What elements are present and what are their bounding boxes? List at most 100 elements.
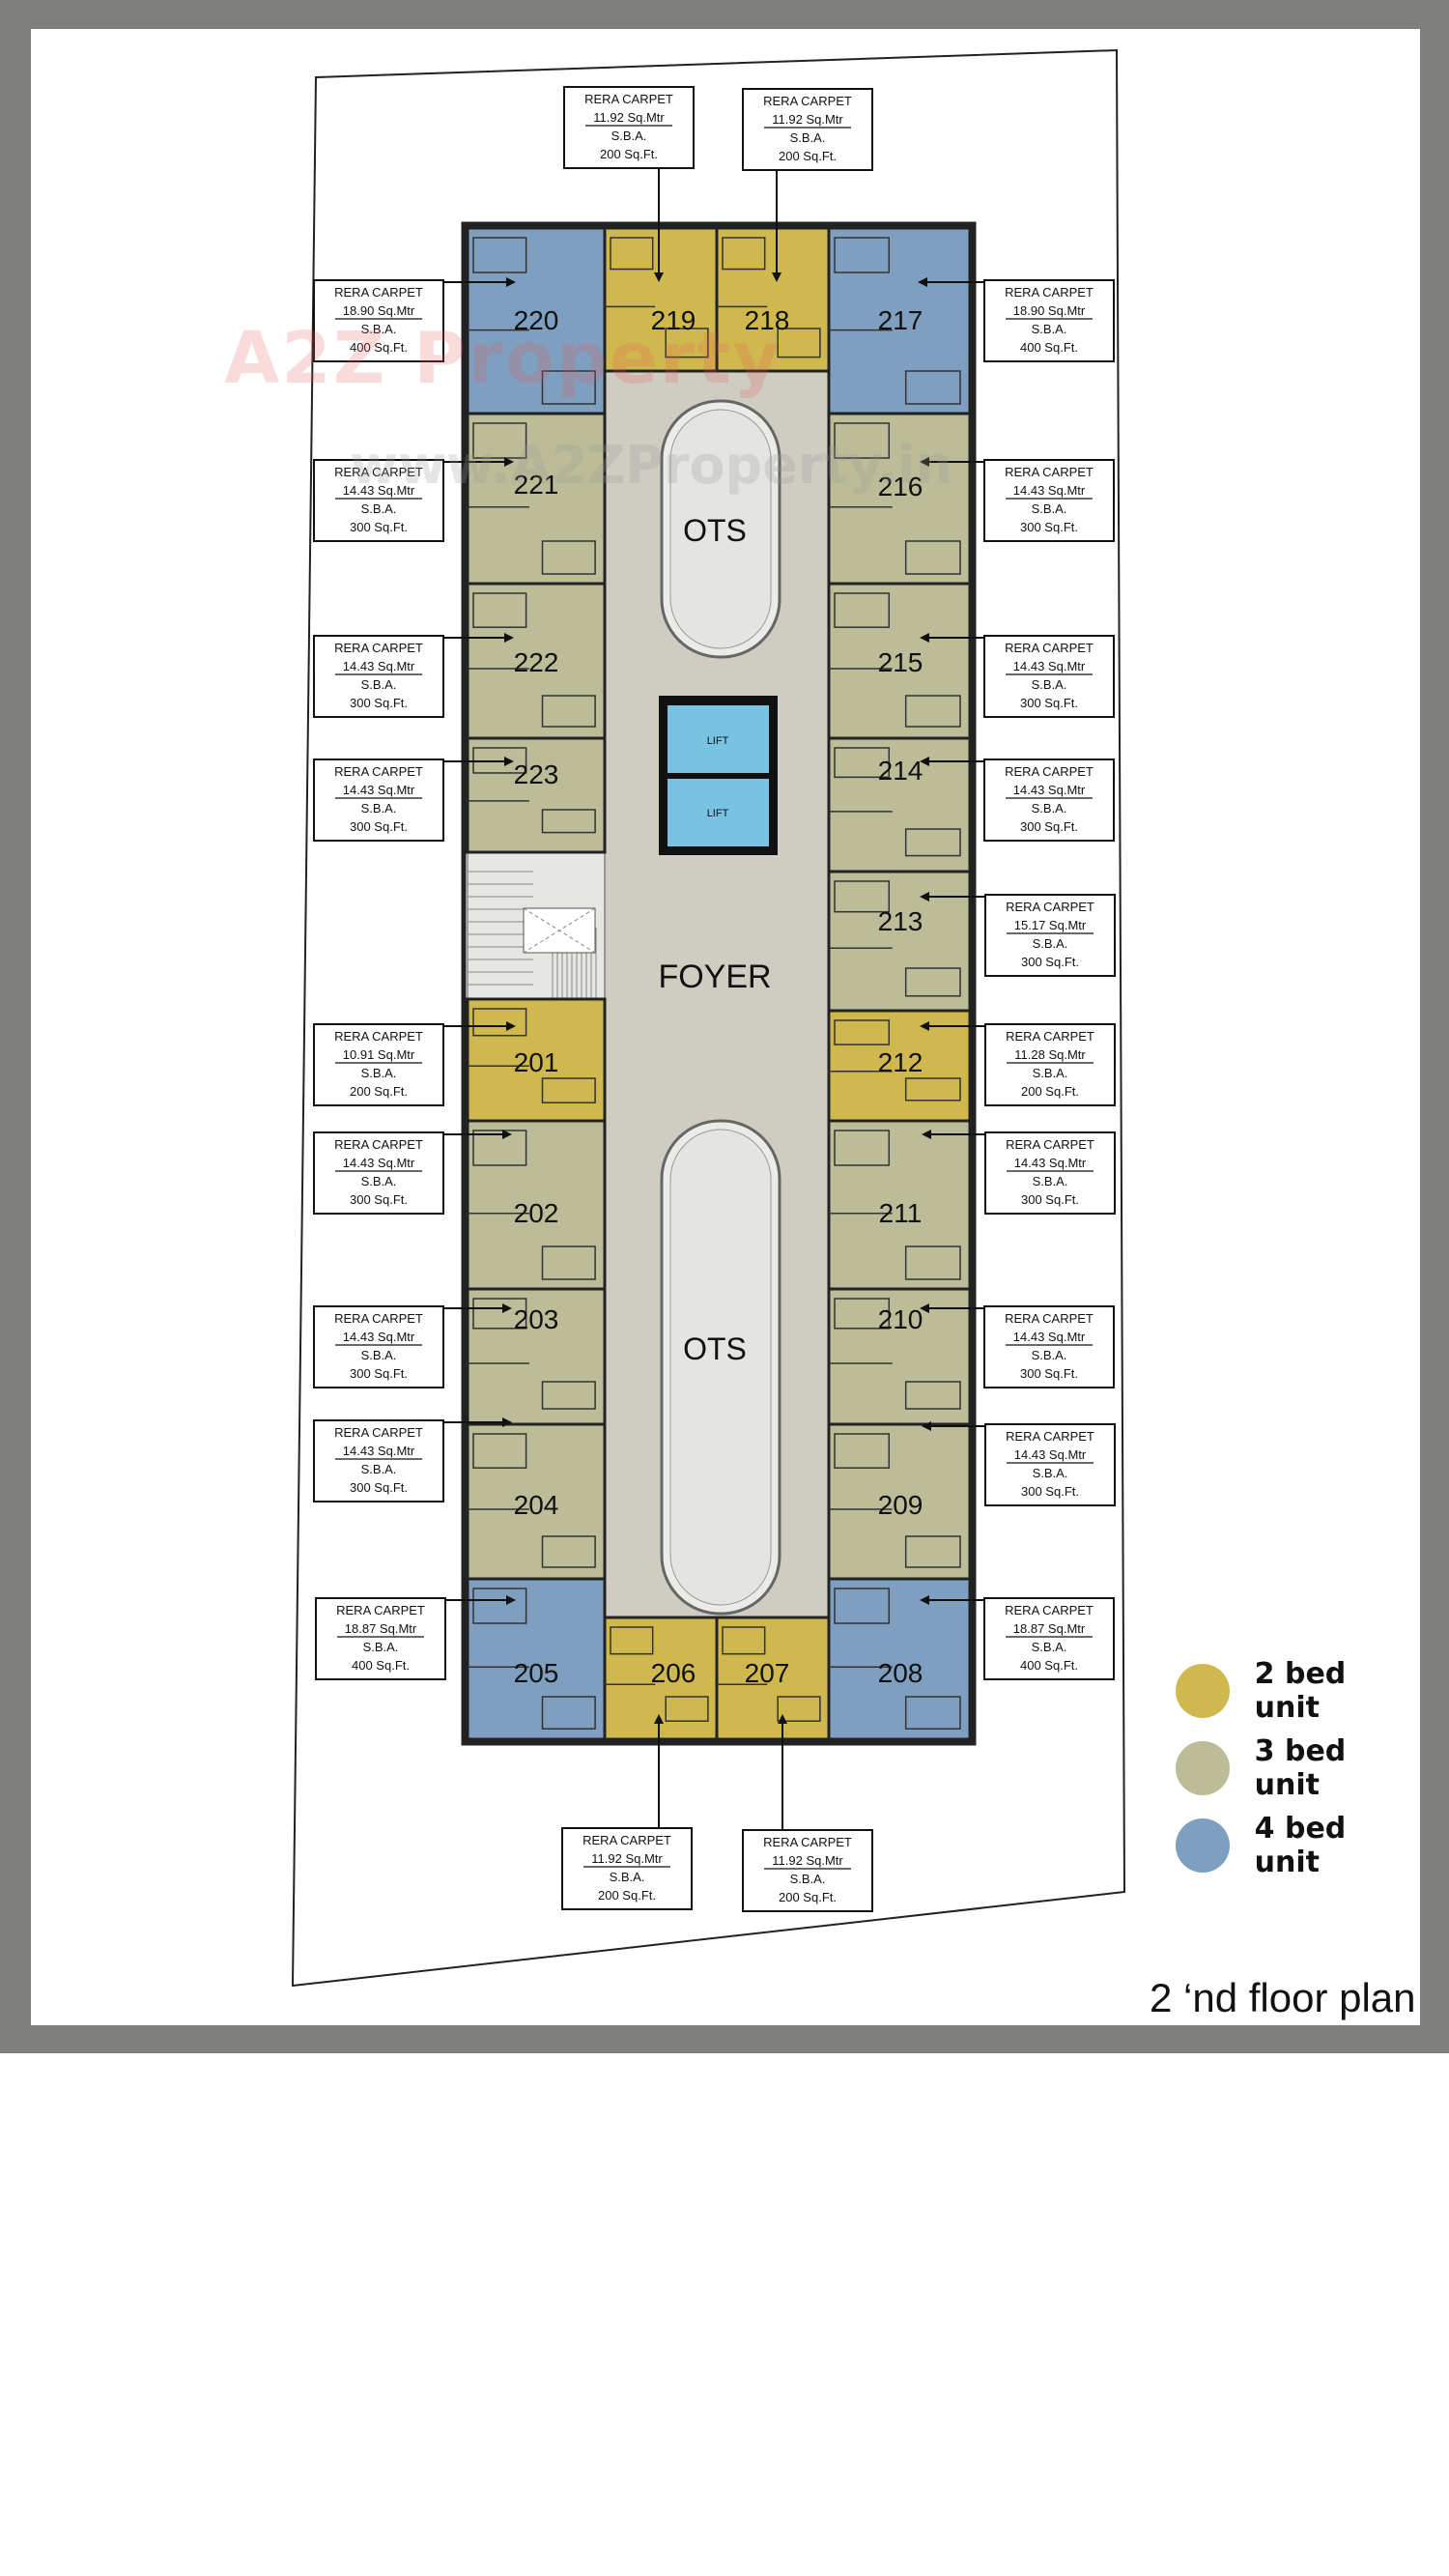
area-box-211-line: 300 Sq.Ft. xyxy=(1021,1192,1079,1207)
area-box-218-line: RERA CARPET xyxy=(763,94,852,108)
unit-220-room xyxy=(472,237,527,273)
area-box-222-line: 300 Sq.Ft. xyxy=(350,696,408,710)
area-box-214-line: 300 Sq.Ft. xyxy=(1020,819,1078,834)
unit-221-area xyxy=(466,412,607,586)
area-box-208-line: S.B.A. xyxy=(1032,1640,1067,1654)
area-box-203-line: S.B.A. xyxy=(361,1348,397,1362)
unit-211-area xyxy=(827,1119,972,1291)
unit-215 xyxy=(827,582,972,740)
unit-219-room xyxy=(665,328,709,358)
area-box-217-frame xyxy=(983,279,1115,362)
area-box-210-line: RERA CARPET xyxy=(1005,1311,1094,1326)
unit-204 xyxy=(466,1422,607,1581)
unit-201-room xyxy=(541,1077,596,1103)
unit-202 xyxy=(466,1119,607,1291)
unit-207-room xyxy=(777,1696,821,1722)
unit-218 xyxy=(715,226,831,373)
area-box-218-line: S.B.A. xyxy=(790,130,826,145)
area-box-215-frame xyxy=(983,635,1115,718)
area-box-206-line: RERA CARPET xyxy=(582,1833,671,1847)
area-box-217-line: S.B.A. xyxy=(1032,322,1067,336)
area-box-211-line: RERA CARPET xyxy=(1006,1137,1094,1152)
legend-label-4bed: 4 bed unit xyxy=(1254,1812,1347,1879)
area-box-223-line: 14.43 Sq.Mtr xyxy=(343,783,415,797)
unit-208-room xyxy=(834,1588,891,1624)
area-box-212-line: 11.28 Sq.Mtr xyxy=(1014,1047,1086,1062)
legend-swatch-4bed xyxy=(1176,1818,1230,1873)
unit-222 xyxy=(466,582,607,740)
unit-207-room xyxy=(722,1626,766,1655)
unit-202-number: 202 xyxy=(514,1198,559,1228)
area-box-208-frame xyxy=(983,1597,1115,1680)
area-box-219-line: RERA CARPET xyxy=(584,92,673,106)
area-box-209-line: RERA CARPET xyxy=(1006,1429,1094,1444)
unit-210 xyxy=(827,1287,972,1426)
area-box-211-frame xyxy=(984,1131,1116,1215)
unit-215-number: 215 xyxy=(878,647,923,677)
ots-label-bottom: OTS xyxy=(683,1331,747,1366)
unit-205-room xyxy=(472,1588,527,1624)
unit-217-number: 217 xyxy=(878,305,923,335)
area-box-214-line: 14.43 Sq.Mtr xyxy=(1013,783,1086,797)
site-boundary xyxy=(291,48,1126,1988)
ots-shaft-bottom-inner xyxy=(669,1129,772,1606)
area-box-223-line: RERA CARPET xyxy=(334,764,423,779)
area-box-219-line: 200 Sq.Ft. xyxy=(600,147,658,161)
area-box-214-frame xyxy=(983,758,1115,842)
unit-202-area xyxy=(466,1119,607,1291)
unit-223-room xyxy=(472,747,527,774)
area-box-213-line: 15.17 Sq.Mtr xyxy=(1014,918,1087,932)
area-box-220-line: 18.90 Sq.Mtr xyxy=(343,303,415,318)
unit-203-area xyxy=(466,1287,607,1426)
area-box-201-line: S.B.A. xyxy=(361,1066,397,1080)
legend-item-4bed: 4 bed unit xyxy=(1176,1807,1420,1884)
area-box-218-line: 200 Sq.Ft. xyxy=(779,149,837,163)
area-box-213-line: S.B.A. xyxy=(1033,936,1068,951)
area-box-210-line: 14.43 Sq.Mtr xyxy=(1013,1330,1086,1344)
unit-221-room xyxy=(541,540,596,575)
unit-213-area xyxy=(827,870,972,1013)
legend-item-2bed: 2 bed unit xyxy=(1176,1652,1420,1730)
unit-210-area xyxy=(827,1287,972,1426)
unit-203-room xyxy=(541,1381,596,1410)
unit-209 xyxy=(827,1422,972,1581)
area-box-201-line: 10.91 Sq.Mtr xyxy=(343,1047,415,1062)
legend-item-3bed: 3 bed unit xyxy=(1176,1730,1420,1807)
area-box-222-line: RERA CARPET xyxy=(334,641,423,655)
area-box-214-line: RERA CARPET xyxy=(1005,764,1094,779)
unit-209-area xyxy=(827,1422,972,1581)
area-box-209-frame xyxy=(984,1423,1116,1506)
unit-222-room xyxy=(472,592,527,628)
unit-201-room xyxy=(472,1008,527,1037)
unit-220 xyxy=(466,226,607,415)
area-box-206-line: 200 Sq.Ft. xyxy=(598,1888,656,1903)
area-box-207-frame xyxy=(742,1829,873,1912)
unit-213-room xyxy=(834,880,891,913)
unit-210-number: 210 xyxy=(878,1304,923,1334)
unit-218-area xyxy=(715,226,831,373)
area-box-222-line: 14.43 Sq.Mtr xyxy=(343,659,415,673)
area-box-205-line: S.B.A. xyxy=(363,1640,399,1654)
unit-206-room xyxy=(665,1696,709,1722)
unit-210-room xyxy=(834,1298,891,1330)
area-box-219-line: S.B.A. xyxy=(611,129,647,143)
area-box-201-line: RERA CARPET xyxy=(334,1029,423,1044)
foyer-label: FOYER xyxy=(658,959,771,995)
unit-202-room xyxy=(472,1130,527,1166)
unit-222-number: 222 xyxy=(514,647,559,677)
unit-213-room xyxy=(904,967,961,997)
unit-205-area xyxy=(466,1577,607,1741)
area-box-210-line: 300 Sq.Ft. xyxy=(1020,1366,1078,1381)
area-box-215-line: 14.43 Sq.Mtr xyxy=(1013,659,1086,673)
unit-213 xyxy=(827,870,972,1013)
area-box-206-line: 11.92 Sq.Mtr xyxy=(591,1851,663,1866)
area-box-208-line: 400 Sq.Ft. xyxy=(1020,1658,1078,1673)
unit-204-room xyxy=(472,1433,527,1469)
area-box-217-line: RERA CARPET xyxy=(1005,285,1094,300)
